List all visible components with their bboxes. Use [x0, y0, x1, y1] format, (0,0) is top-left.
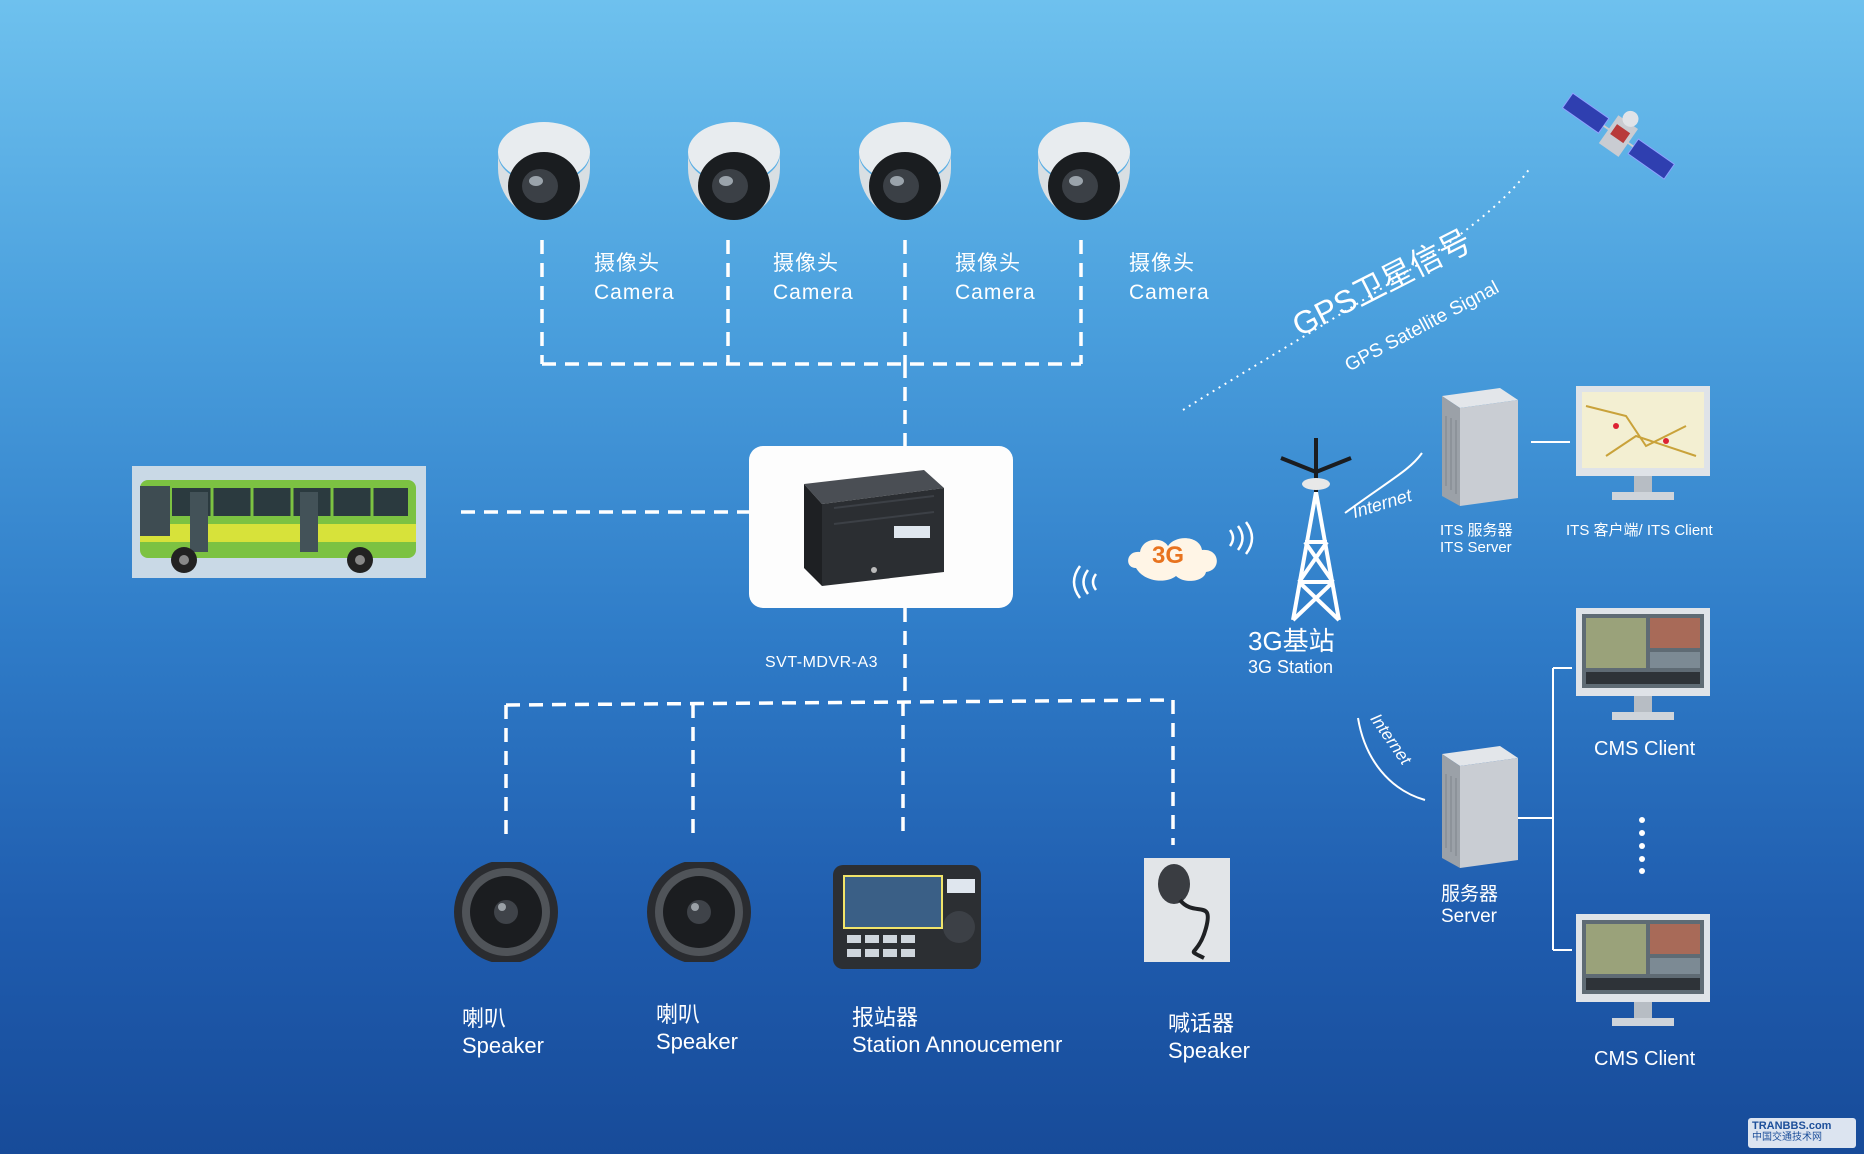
its-server-label-cn: ITS 服务器 [1440, 522, 1513, 539]
server-label: 服务器 Server [1441, 884, 1498, 928]
camera-label-2: 摄像头 Camera [773, 252, 854, 305]
mic-label-en: Speaker [1168, 1038, 1250, 1064]
server-icon [1440, 744, 1520, 875]
watermark-cn: 中国交通技术网 [1752, 1132, 1822, 1144]
dome-camera-1-icon [494, 116, 594, 233]
camera-label-4: 摄像头 Camera [1129, 252, 1210, 305]
bus-icon [132, 466, 426, 583]
cms-client-1-monitor-icon [1576, 608, 1710, 731]
camera-label-cn: 摄像头 [773, 252, 839, 275]
camera-label-en: Camera [955, 281, 1036, 305]
dome-camera-4-icon [1034, 116, 1134, 233]
camera-label-cn: 摄像头 [1129, 252, 1195, 275]
announcer-label: 报站器 Station Annoucemenr [852, 1005, 1062, 1058]
camera-label-en: Camera [1129, 281, 1210, 305]
camera-label-cn: 摄像头 [594, 252, 660, 275]
station-announcer-icon [833, 865, 981, 974]
mic-label-cn: 喊话器 [1168, 1011, 1235, 1036]
server-label-cn: 服务器 [1441, 884, 1499, 905]
watermark-site: TRANBBS.com [1752, 1120, 1832, 1132]
announcer-label-cn: 报站器 [852, 1005, 919, 1030]
3g-cloud-icon [1124, 532, 1224, 589]
camera-label-3: 摄像头 Camera [955, 252, 1036, 305]
cms-client-2-monitor-icon [1576, 914, 1710, 1037]
mdvr-model-label: SVT-MDVR-A3 [765, 654, 879, 671]
3g-station-label-cn: 3G基站 [1248, 626, 1335, 656]
speaker-label-cn: 喇叭 [462, 1006, 507, 1031]
dome-camera-3-icon [855, 116, 955, 233]
speaker-label-en: Speaker [462, 1033, 544, 1059]
mic-label: 喊话器 Speaker [1168, 1011, 1250, 1064]
speaker-label-cn: 喇叭 [656, 1002, 701, 1027]
microphone-icon [1144, 858, 1230, 967]
camera-label-en: Camera [773, 281, 854, 305]
3g-station-label: 3G基站 3G Station [1248, 626, 1335, 678]
announcer-label-en: Station Annoucemenr [852, 1032, 1063, 1058]
camera-label-1: 摄像头 Camera [594, 252, 675, 305]
cms-client-label-1: CMS Client [1594, 738, 1696, 760]
speaker-label-en: Speaker [656, 1029, 738, 1055]
mdvr-device-icon [794, 464, 954, 595]
its-client-label: ITS 客户端/ ITS Client [1566, 522, 1713, 539]
speaker-label-2: 喇叭 Speaker [656, 1002, 738, 1055]
camera-label-cn: 摄像头 [955, 252, 1021, 275]
speaker-1-icon [452, 860, 560, 967]
watermark-logo: TRANBBS.com 中国交通技术网 [1748, 1118, 1856, 1148]
camera-label-en: Camera [594, 281, 675, 305]
satellite-icon [1545, 66, 1685, 221]
mdvr-panel [749, 446, 1013, 608]
3g-station-label-en: 3G Station [1248, 656, 1334, 677]
its-client-monitor-icon [1576, 386, 1710, 509]
3g-label: 3G [1152, 542, 1185, 569]
its-server-icon [1440, 386, 1520, 513]
speaker-label-1: 喇叭 Speaker [462, 1006, 544, 1059]
cell-tower-icon [1275, 432, 1357, 627]
cms-client-label-2: CMS Client [1594, 1048, 1696, 1070]
server-label-en: Server [1441, 905, 1497, 927]
dome-camera-2-icon [684, 116, 784, 233]
its-server-label-en: ITS Server [1440, 539, 1512, 557]
its-server-label: ITS 服务器 ITS Server [1440, 522, 1513, 557]
speaker-2-icon [645, 860, 753, 967]
